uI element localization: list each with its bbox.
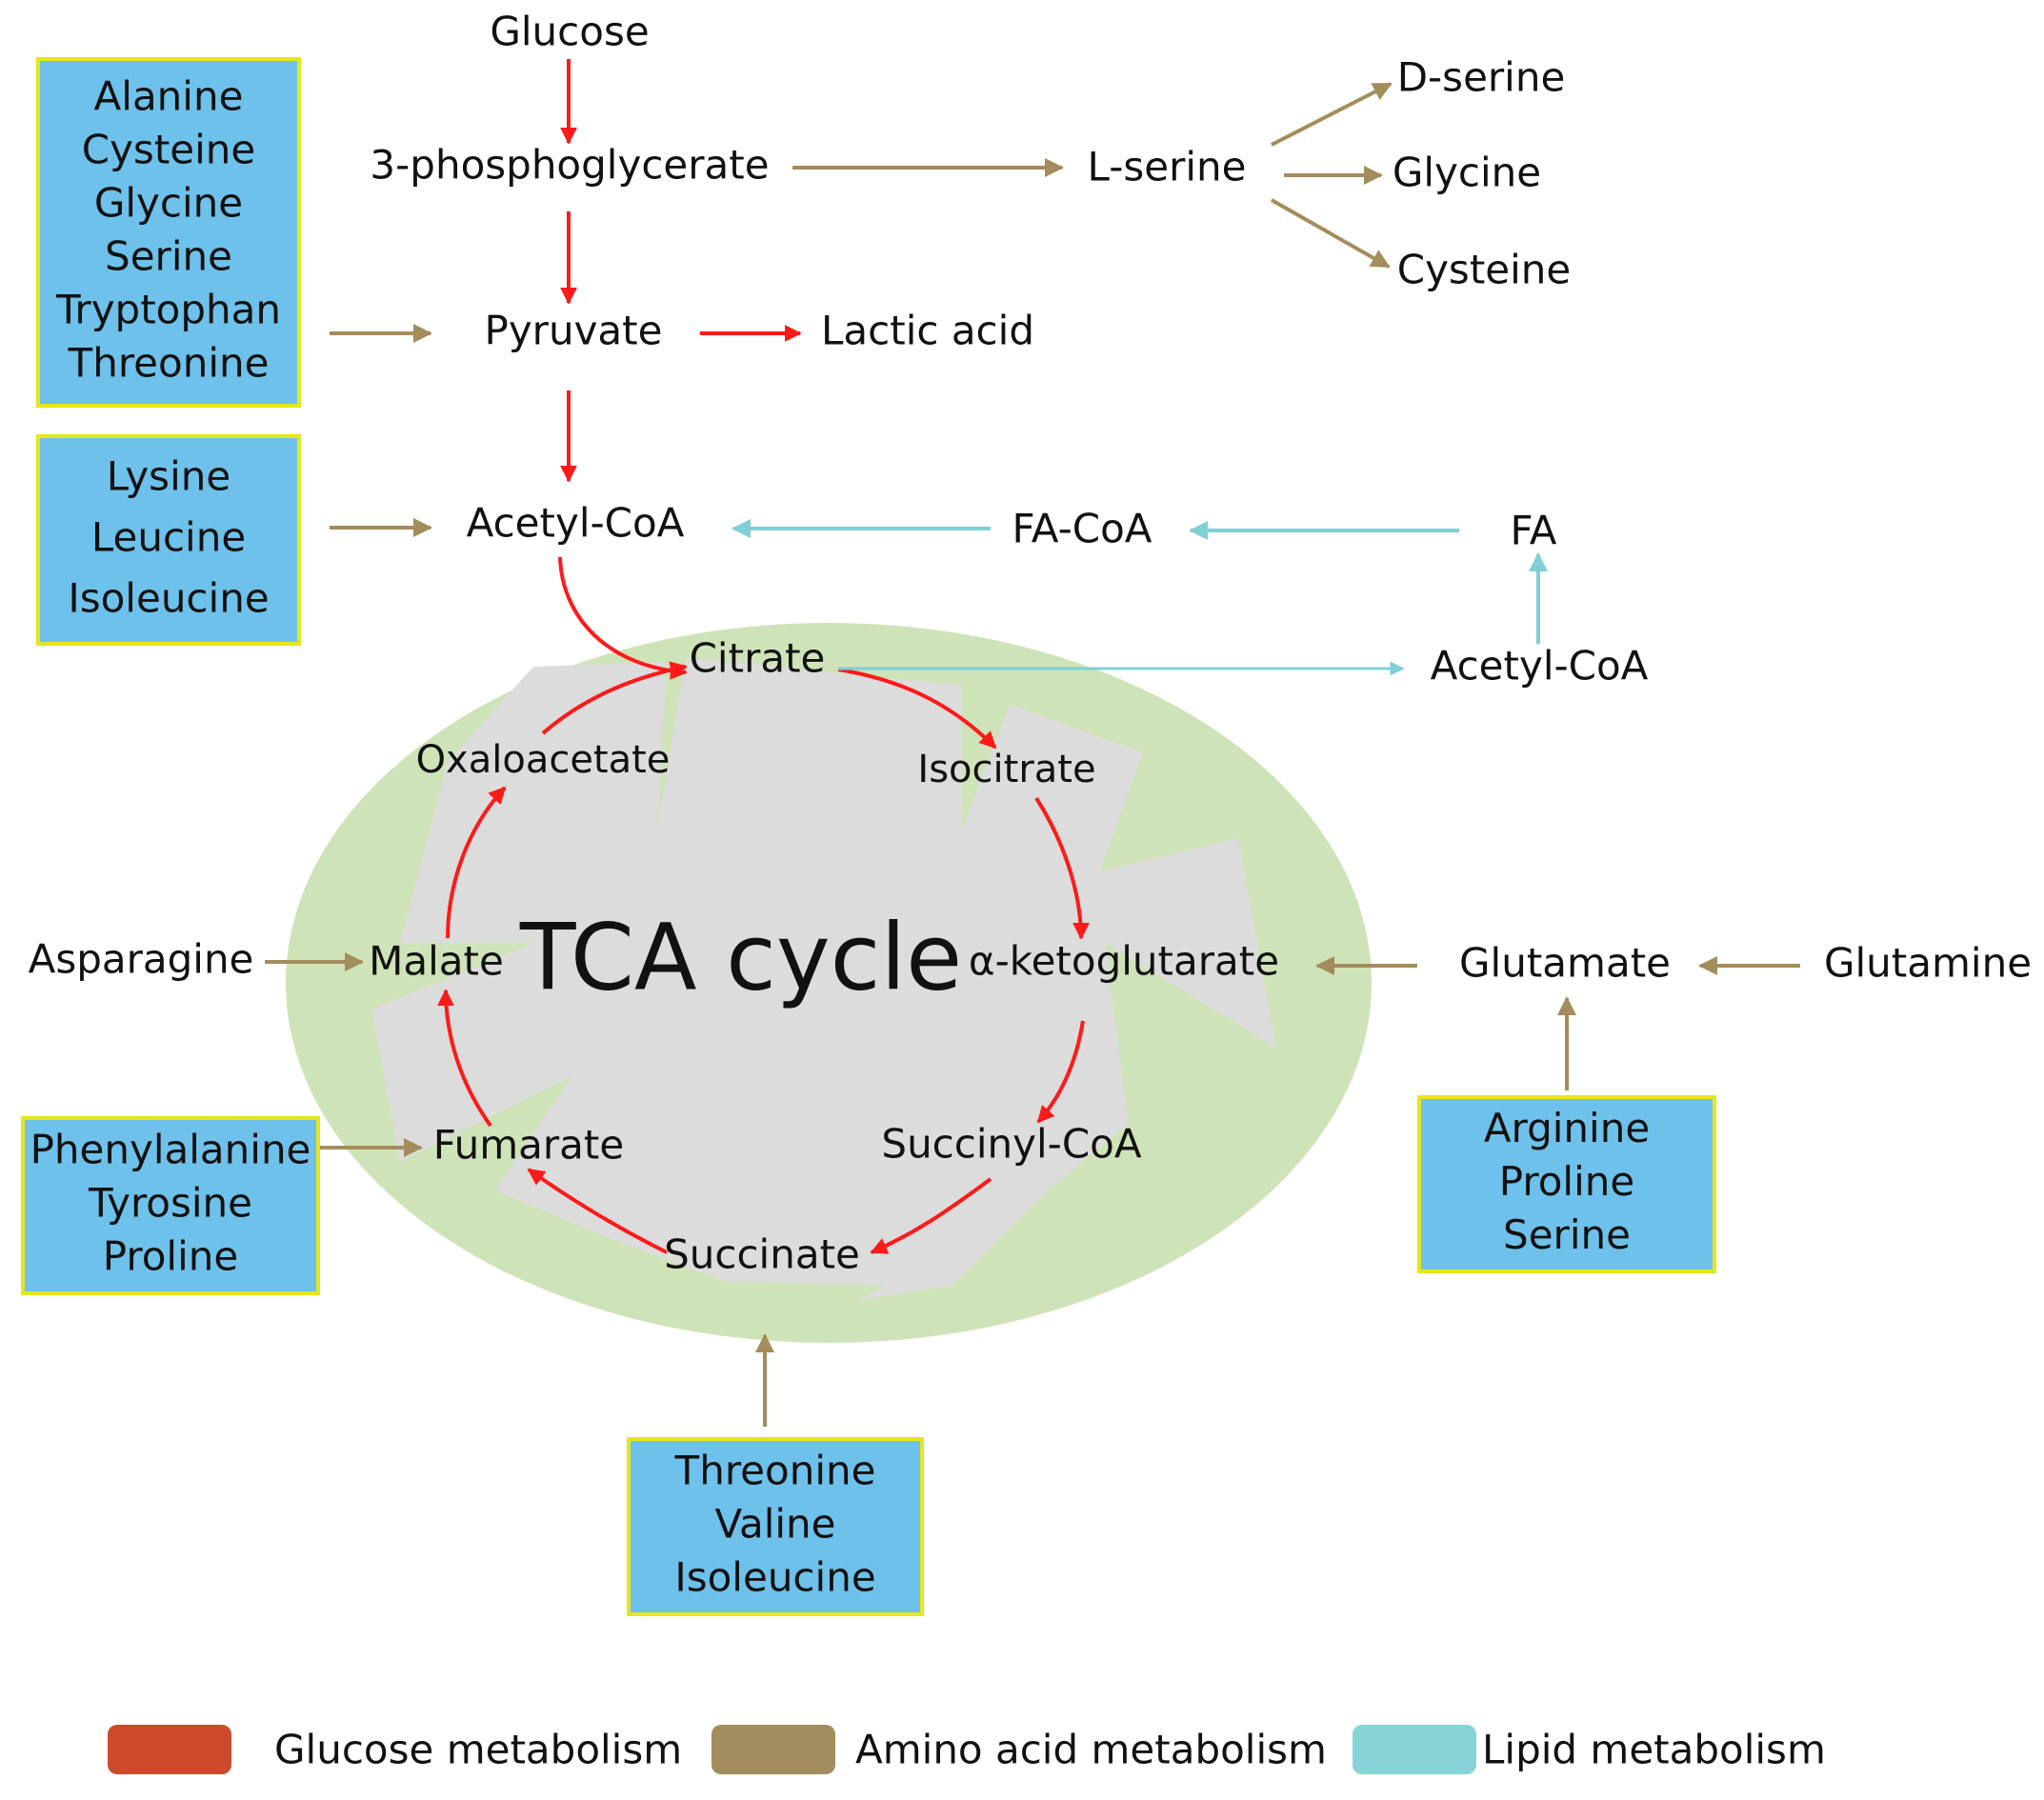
- l-serine-label: L-serine: [1088, 144, 1247, 190]
- legend-glucose-swatch: [108, 1725, 231, 1774]
- malate-label: Malate: [369, 938, 504, 985]
- fa-coa-label: FA-CoA: [1012, 506, 1152, 552]
- arrow-citrate-to-isocitrate: [837, 668, 997, 750]
- amino-acid-label: Lysine: [107, 453, 230, 500]
- arrow-succinate-to-fumarate: [527, 1168, 668, 1254]
- d-serine-label: D-serine: [1397, 54, 1566, 101]
- alpha-ketoglutarate-label: α-ketoglutarate: [969, 938, 1279, 985]
- amino-acid-label: Arginine: [1484, 1105, 1650, 1151]
- amino-acid-label: Tyrosine: [88, 1180, 252, 1227]
- amino-acid-label: Threonine: [674, 1448, 876, 1494]
- amino-acid-label: Isoleucine: [674, 1554, 875, 1601]
- legend-lipid-label: Lipid metabolism: [1482, 1727, 1826, 1773]
- oxaloacetate-label: Oxaloacetate: [416, 738, 671, 782]
- arrow-oxaloacetate-to-citrate: [541, 661, 688, 735]
- tca-cycle-title: TCA cycle: [519, 904, 962, 1010]
- arrow-fumarate-to-malate: [437, 989, 492, 1128]
- amino-acid-label: Leucine: [91, 514, 246, 561]
- acetyl-coa-lipid-label: Acetyl-CoA: [1431, 643, 1649, 690]
- amino-box-fumarate-rect: [21, 1116, 320, 1295]
- arrow-lserine-to-dserine: [1271, 82, 1393, 147]
- arrow-malate-to-oxaloacetate: [446, 786, 507, 939]
- arrow-isocitrate-to-akg: [1034, 796, 1090, 940]
- amino-acid-label: Threonine: [68, 340, 270, 387]
- amino-acid-label: Proline: [103, 1233, 238, 1280]
- fa-label: FA: [1510, 508, 1556, 554]
- amino-acid-label: Isoleucine: [68, 575, 269, 622]
- amino-acid-label: Proline: [1499, 1158, 1634, 1205]
- legend-amino: Amino acid metabolism: [711, 1725, 1327, 1774]
- arrow-acetylcoa-to-citrate: [558, 556, 688, 680]
- arrow-akg-to-succinylcoa: [1036, 1020, 1085, 1124]
- fumarate-label: Fumarate: [433, 1122, 624, 1169]
- amino-acid-label: Alanine: [94, 73, 244, 120]
- amino-box-glutamate-rect: [1417, 1095, 1716, 1273]
- legend-glucose: Glucose metabolism: [108, 1725, 682, 1774]
- 3-phosphoglycerate-label: 3-phosphoglycerate: [370, 142, 769, 189]
- acetyl-coa-label: Acetyl-CoA: [467, 500, 685, 547]
- arrow-lserine-to-cysteine: [1271, 198, 1391, 269]
- amino-acid-label: Serine: [1503, 1211, 1631, 1258]
- amino-box-ketogenic-rect: [36, 434, 301, 646]
- glutamate-label: Glutamate: [1459, 940, 1671, 987]
- amino-acid-label: Tryptophan: [55, 287, 281, 333]
- succinyl-coa-label: Succinyl-CoA: [881, 1121, 1141, 1168]
- amino-acid-label: Glycine: [94, 180, 243, 227]
- amino-box-succinate-rect: [627, 1437, 924, 1616]
- amino-acid-label: Serine: [105, 233, 232, 280]
- mitochondrion-inner-membrane: [371, 657, 1276, 1300]
- arrow-succinylcoa-to-succinate: [870, 1177, 992, 1254]
- succinate-label: Succinate: [664, 1231, 860, 1278]
- legend-amino-swatch: [711, 1725, 835, 1774]
- cysteine-label: Cysteine: [1397, 247, 1572, 293]
- glutamine-label: Glutamine: [1824, 940, 2032, 987]
- isocitrate-label: Isocitrate: [917, 748, 1095, 791]
- legend-lipid: Lipid metabolism: [1353, 1725, 1826, 1774]
- lactic-acid-label: Lactic acid: [821, 308, 1034, 354]
- amino-acid-label: Phenylalanine: [30, 1127, 311, 1173]
- asparagine-label: Asparagine: [29, 936, 254, 983]
- legend-amino-label: Amino acid metabolism: [855, 1727, 1327, 1773]
- citrate-label: Citrate: [690, 635, 826, 682]
- glycine-label: Glycine: [1393, 150, 1541, 196]
- glucose-label: Glucose: [490, 9, 649, 55]
- legend-lipid-swatch: [1353, 1725, 1476, 1774]
- amino-box-glycolytic-rect: [36, 57, 301, 408]
- legend-glucose-label: Glucose metabolism: [274, 1727, 682, 1773]
- amino-acid-label: Cysteine: [82, 127, 256, 173]
- amino-acid-label: Valine: [714, 1501, 835, 1548]
- pyruvate-label: Pyruvate: [485, 308, 663, 354]
- amino-box-glycolytic: AlanineCysteineGlycineSerineTryptophanTh…: [36, 57, 301, 408]
